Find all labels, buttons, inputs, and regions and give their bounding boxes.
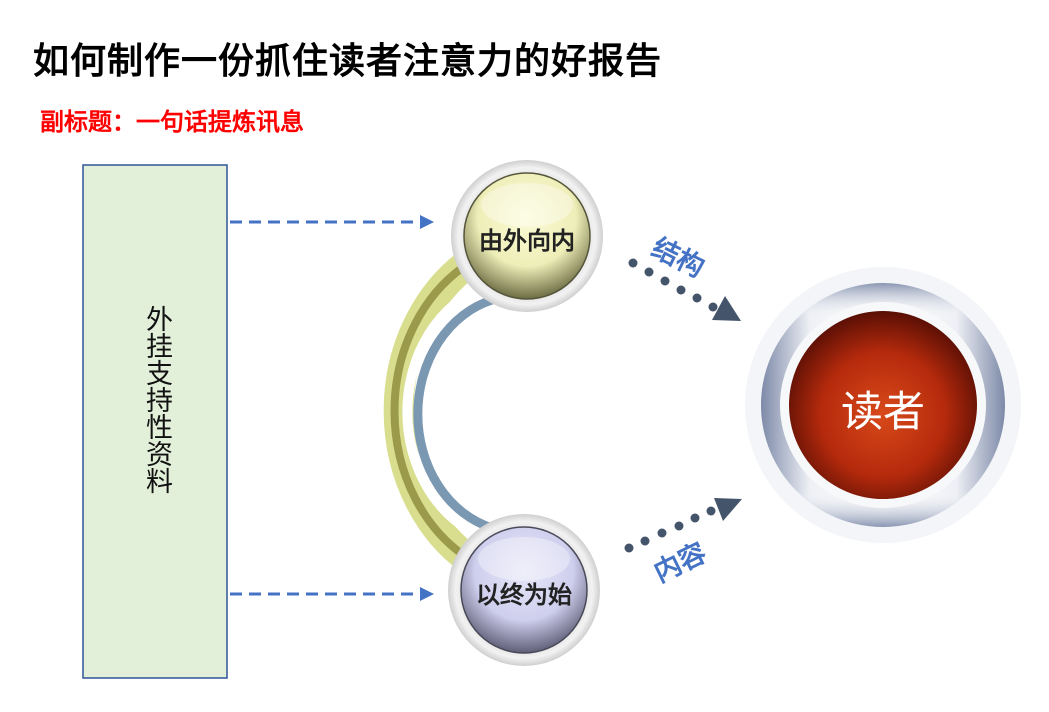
dashed-arrow-bottom xyxy=(230,587,434,601)
circle-bottom-label: 以终为始 xyxy=(476,581,572,609)
circle-outside-in xyxy=(451,160,603,312)
slide-subtitle: 副标题：一句话提炼讯息 xyxy=(40,108,304,136)
dashed-arrow-top xyxy=(230,215,434,229)
supporting-materials-box xyxy=(82,164,228,679)
dotted-arrow-content xyxy=(624,498,742,553)
circle-top-label: 由外向内 xyxy=(479,227,575,255)
slide-title: 如何制作一份抓住读者注意力的好报告 xyxy=(33,41,663,82)
circle-end-in-mind xyxy=(448,514,600,666)
connecting-arc xyxy=(383,249,494,573)
dotted-arrow-structure xyxy=(628,258,741,321)
reader-label: 读者 xyxy=(840,387,925,436)
supporting-materials-label: 外挂支持性资料 xyxy=(141,305,172,494)
reader-circle xyxy=(745,267,1021,543)
